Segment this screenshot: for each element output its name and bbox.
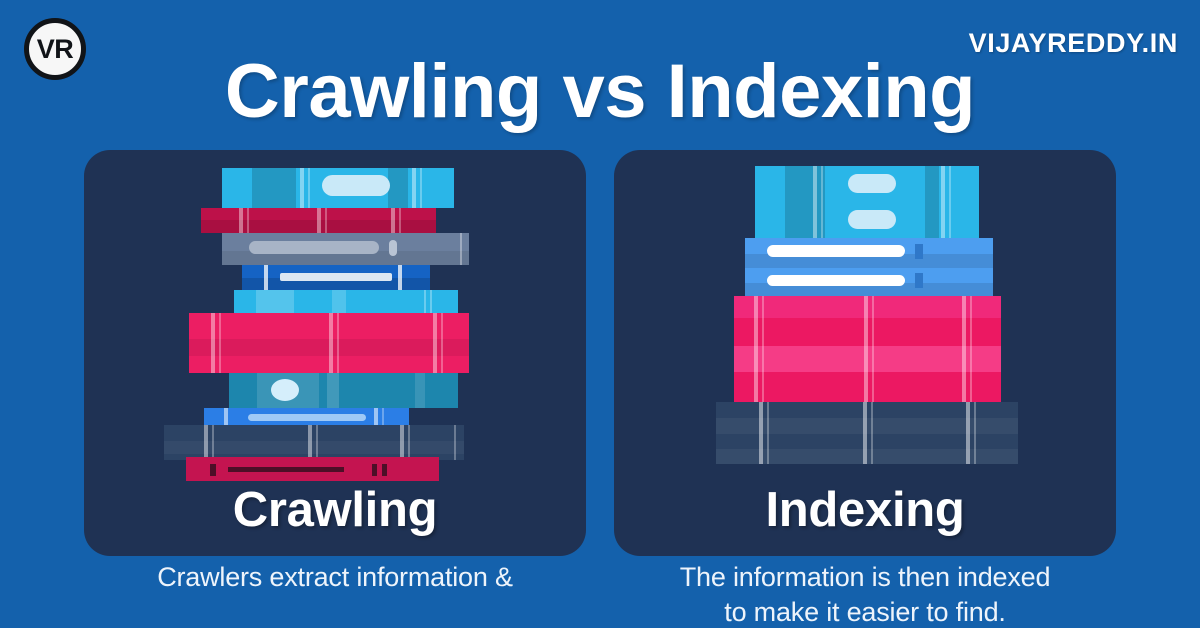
card-indexing[interactable]: Indexing bbox=[614, 150, 1116, 556]
book-teal-dot bbox=[229, 373, 458, 408]
page-title: Crawling vs Indexing bbox=[224, 49, 976, 134]
book-bright-blue bbox=[204, 408, 409, 426]
caption-crawling: Crawlers extract information & bbox=[84, 560, 586, 628]
caption-line: The information is then indexed bbox=[679, 562, 1051, 592]
card-label-indexing: Indexing bbox=[765, 483, 965, 537]
caption-indexing: The information is then indexed to make … bbox=[614, 560, 1116, 628]
book-crimson-upper bbox=[201, 208, 436, 233]
caption-line: to make it easier to find. bbox=[724, 596, 1006, 627]
book-navy-2 bbox=[716, 434, 1018, 464]
comparison-cards: Crawling bbox=[84, 150, 1116, 556]
book-royal-blue bbox=[242, 265, 430, 290]
messy-book-stack-icon bbox=[84, 158, 586, 481]
book-lightblue-1 bbox=[745, 238, 993, 268]
neat-book-stack-icon bbox=[614, 158, 1116, 470]
vr-logo-text: VR bbox=[36, 33, 74, 64]
book-crimson-base bbox=[186, 457, 439, 481]
card-label-crawling: Crawling bbox=[232, 483, 438, 537]
book-cyan-2 bbox=[755, 202, 979, 238]
caption-line: Crawlers extract information & bbox=[157, 562, 513, 592]
book-pink-large bbox=[189, 313, 469, 373]
book-navy-bottom bbox=[164, 425, 464, 460]
vr-logo: VR bbox=[24, 18, 86, 80]
book-lightblue-2 bbox=[745, 268, 993, 296]
site-name: VIJAYREDDY.IN bbox=[968, 28, 1178, 58]
book-cyan-wide bbox=[234, 290, 458, 314]
book-cyan-top bbox=[222, 168, 454, 208]
book-slate-gray bbox=[222, 233, 469, 265]
book-cyan-1 bbox=[755, 166, 979, 202]
book-navy-1 bbox=[716, 402, 1018, 434]
card-captions: Crawlers extract information & The infor… bbox=[84, 560, 1116, 628]
card-crawling[interactable]: Crawling bbox=[84, 150, 586, 556]
book-pink-block bbox=[734, 296, 1001, 402]
